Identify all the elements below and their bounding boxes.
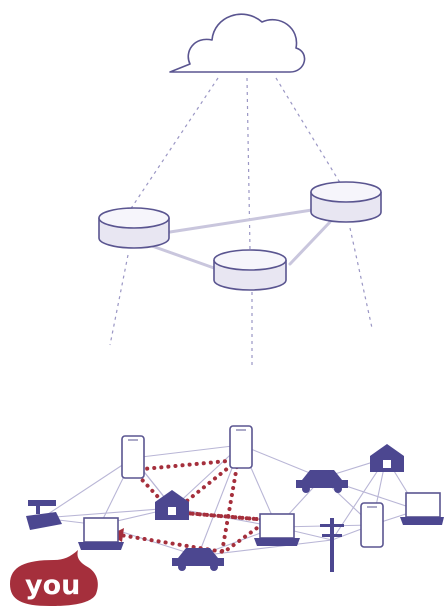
cloud-link-center [246, 77, 251, 251]
server-cylinder-icon [98, 207, 170, 249]
laptop-icon [400, 492, 444, 525]
car-icon [296, 470, 348, 493]
you-label: you [25, 570, 80, 601]
server-links [150, 208, 332, 270]
house-icon [155, 490, 189, 520]
server-link-left-center [150, 244, 216, 270]
phone-icon [360, 502, 384, 548]
camera-icon [26, 500, 62, 530]
server-cylinder-icon [310, 181, 382, 223]
server-drop-right [349, 227, 373, 329]
house-icon [370, 444, 404, 472]
cloud-link-left [129, 77, 219, 211]
server-drop-left [109, 254, 129, 346]
server-link-left-right [168, 208, 314, 234]
server-cylinder-icon [213, 249, 287, 291]
phone-icon [121, 435, 145, 479]
server-link-center-right [288, 220, 332, 266]
utility-pole-icon [320, 518, 344, 572]
car-icon [172, 548, 224, 571]
phone-icon [229, 425, 253, 469]
you-bubble [10, 550, 98, 606]
cloud-icon [169, 13, 306, 73]
cloud-link-right [275, 77, 343, 187]
cloud-links [109, 77, 373, 368]
laptop-icon [254, 513, 300, 546]
laptop-icon [78, 517, 124, 550]
